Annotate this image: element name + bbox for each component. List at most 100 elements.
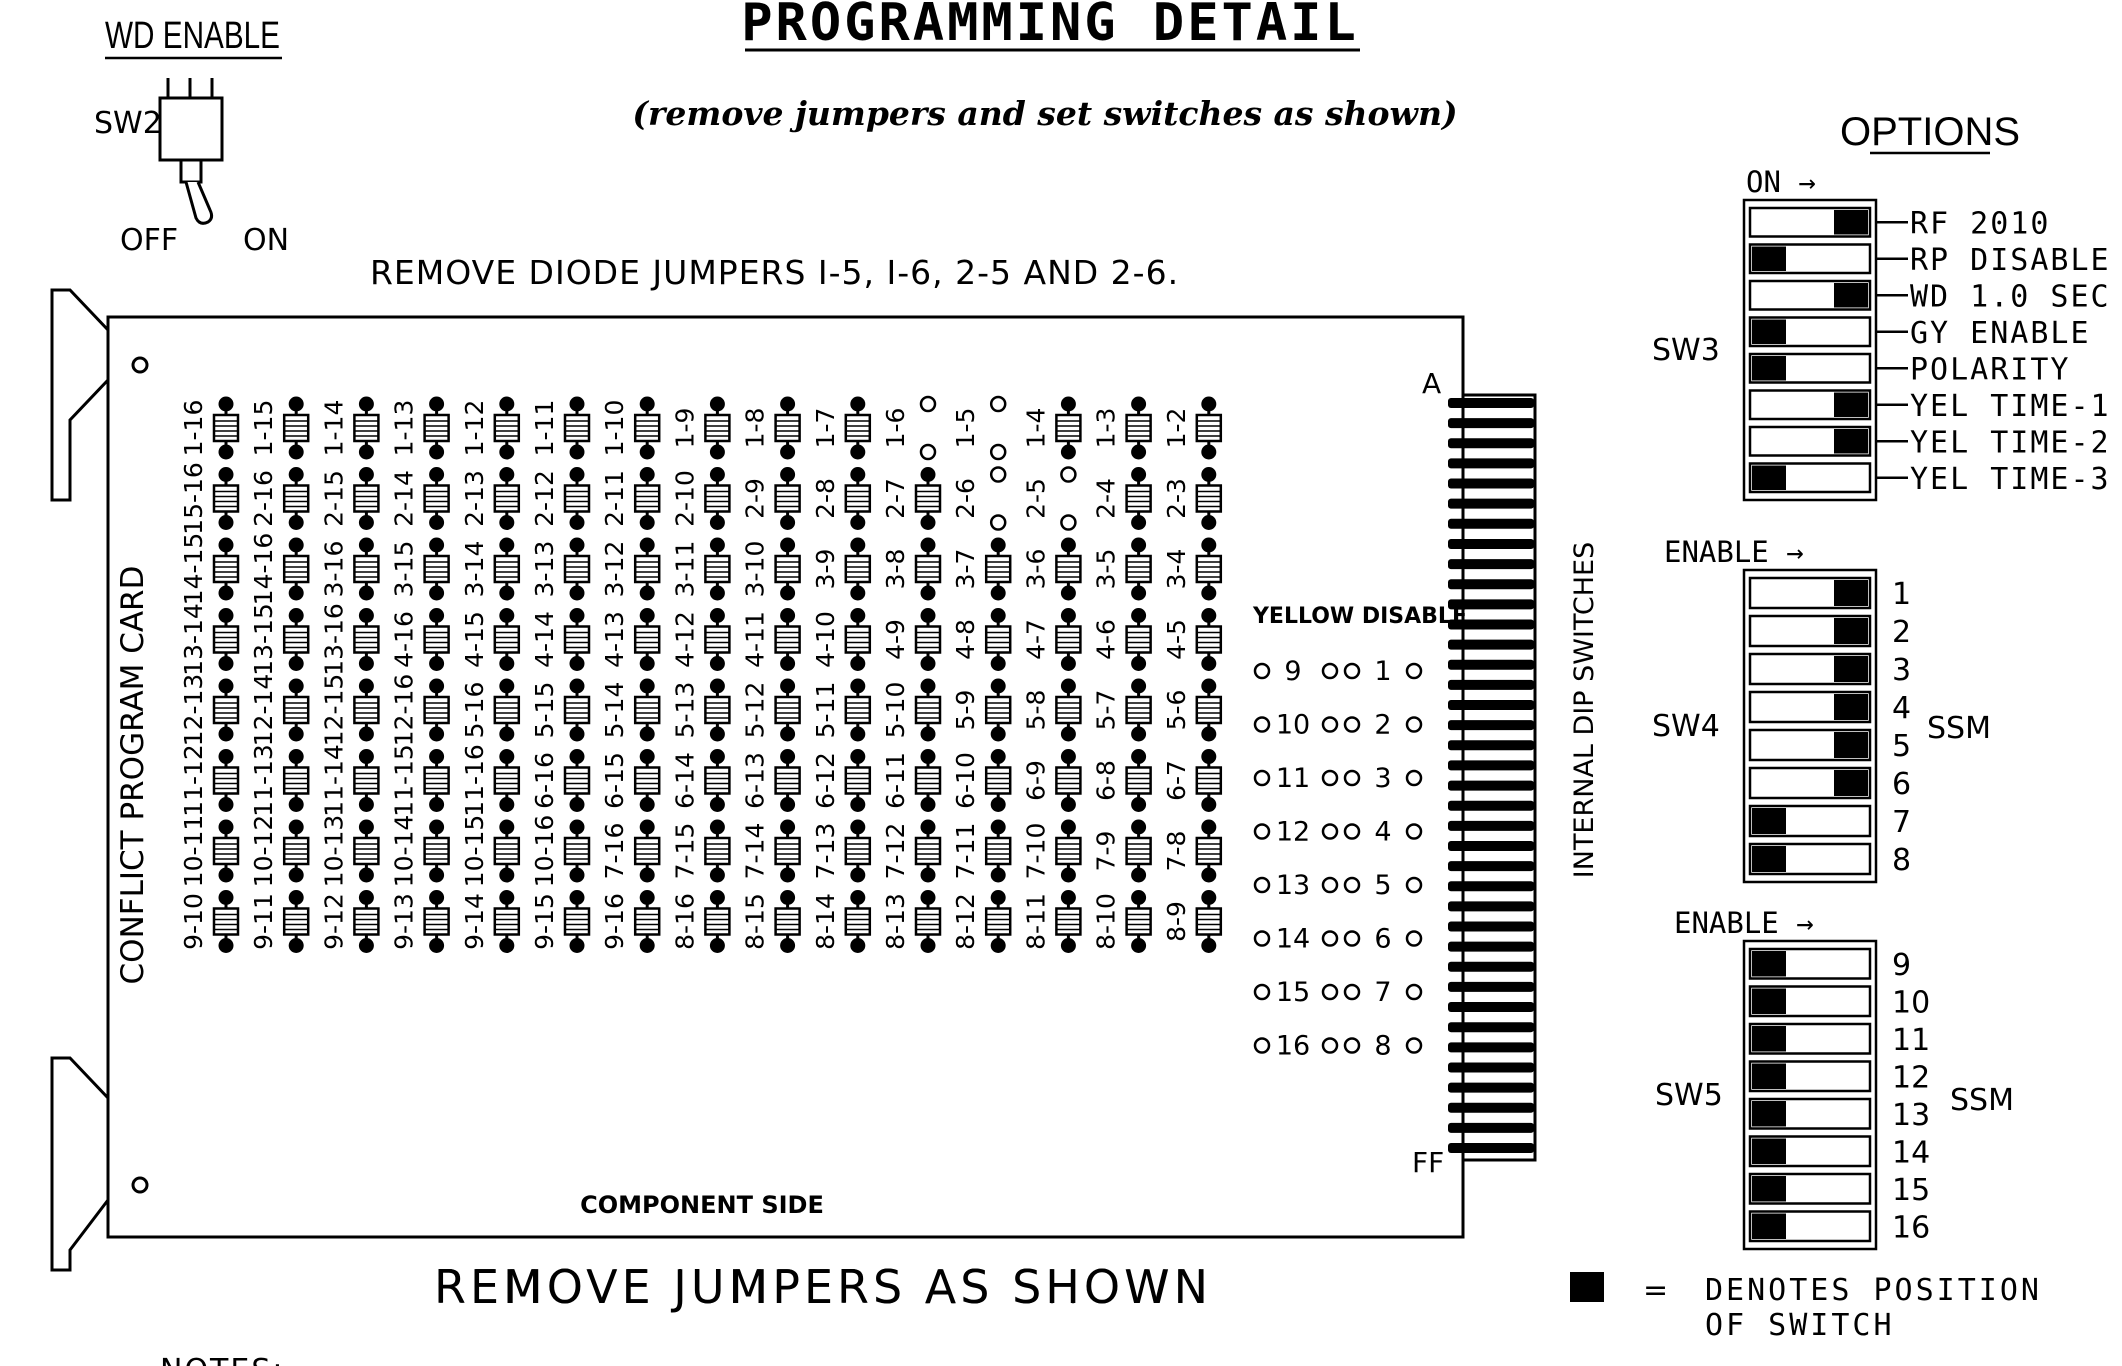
diode-jumper-icon [633, 484, 661, 513]
sw4-toggle-8[interactable]: 8 [1748, 842, 1911, 878]
edge-finger [1448, 458, 1534, 469]
switch-position-icon [1834, 770, 1868, 796]
sw2-label: SW2 [94, 106, 162, 141]
jumper-4-10: 4-10 [811, 608, 872, 671]
jumper-label: 2-13 [460, 470, 489, 527]
diode-jumper-icon [212, 836, 240, 866]
jumper-label: 9-16 [600, 893, 629, 950]
jumper-label: 2-3 [1162, 478, 1191, 519]
sw3-toggle-2[interactable]: RP DISABLE [1748, 243, 2111, 278]
sw5-row-label: 12 [1892, 1060, 1930, 1095]
jumper-label: 2-4 [1092, 478, 1121, 519]
jumper-6-7: 6-7 [1162, 749, 1223, 812]
sw5-toggle-2[interactable]: 10 [1748, 985, 1930, 1020]
jumper-label: 4-6 [1092, 619, 1121, 660]
sw4-toggle-5[interactable]: 5 [1748, 728, 1911, 764]
diode-jumper-icon [423, 484, 450, 513]
jumper-6-13: 6-13 [741, 749, 801, 812]
sw5-toggle-5[interactable]: 13 [1748, 1097, 1930, 1133]
legend-line-1: DENOTES POSITION [1705, 1273, 2042, 1308]
sw5-row-label: 16 [1892, 1210, 1930, 1245]
jumper-12-16: 12-16 [390, 674, 450, 746]
pad-icon [1253, 662, 1271, 680]
sw4-toggle-6[interactable]: 6 [1748, 766, 1911, 802]
card-edge-label-bottom: FF [1412, 1146, 1444, 1179]
jumper-label: 13-16 [319, 603, 348, 676]
sw4-toggle-1[interactable]: 1 [1748, 576, 1911, 612]
pad-icon [1253, 716, 1271, 733]
jumper-14-15: 14-15 [179, 533, 240, 605]
pad-icon [1405, 1037, 1423, 1054]
yellow-disable-left-label: 16 [1276, 1031, 1310, 1062]
jumper-label: 6-10 [951, 752, 980, 809]
diode-jumper-icon [844, 836, 872, 866]
jumper-11-13: 11-13 [249, 744, 310, 817]
sw3-toggle-8[interactable]: YEL TIME-3 [1748, 462, 2111, 497]
jumper-label: 7-8 [1162, 831, 1191, 872]
jumper-2-16: 2-16 [249, 467, 310, 530]
jumper-5-11: 5-11 [811, 678, 872, 742]
toggle-switch-icon[interactable] [158, 78, 224, 225]
diode-jumper-icon [1055, 836, 1082, 866]
sw3-toggle-3[interactable]: WD 1.0 SEC [1748, 279, 2111, 314]
jumper-label: 3-11 [670, 541, 699, 598]
sw3-toggle-5[interactable]: POLARITY [1748, 352, 2071, 387]
sw5-toggle-3[interactable]: 11 [1748, 1022, 1930, 1058]
jumper-9-11: 9-11 [249, 890, 310, 953]
edge-finger [1448, 659, 1534, 670]
sw5-toggle-8[interactable]: 16 [1748, 1210, 1930, 1245]
sw3-toggle-4[interactable]: GY ENABLE [1748, 316, 2091, 351]
diode-jumper-icon [1195, 695, 1223, 725]
sw3-toggle-1[interactable]: RF 2010 [1748, 206, 2050, 241]
jumper-label: 1-11 [530, 400, 559, 457]
edge-finger [1448, 478, 1534, 489]
jumper-label: 3-5 [1092, 549, 1121, 590]
sw3-toggle-6[interactable]: YEL TIME-1 [1748, 389, 2111, 424]
edge-finger [1448, 840, 1534, 851]
diode-jumper-icon [704, 695, 731, 725]
diode-jumper-icon [1125, 554, 1152, 584]
diode-jumper-icon [1055, 695, 1082, 725]
switch-position-icon [1834, 429, 1868, 454]
sw5-toggle-4[interactable]: 12 [1748, 1060, 1930, 1095]
jumper-label: 10-16 [530, 815, 559, 888]
sw5-toggle-7[interactable]: 15 [1748, 1172, 1930, 1208]
jumper-label: 2-16 [249, 470, 278, 527]
sw5-toggle-1[interactable]: 9 [1748, 947, 1911, 983]
jumper-6-16: 6-16 [530, 749, 591, 812]
switch-position-icon [1834, 618, 1868, 644]
sw3-toggle-7[interactable]: YEL TIME-2 [1748, 425, 2111, 460]
jumper-3-13: 3-13 [530, 537, 591, 601]
jumper-3-8: 3-8 [881, 537, 942, 601]
legend: = DENOTES POSITION OF SWITCH [1570, 1272, 2042, 1343]
edge-finger [1448, 941, 1534, 952]
diode-jumper-icon [563, 907, 591, 936]
diode-jumper-icon [1125, 695, 1152, 725]
sw4-toggle-2[interactable]: 2 [1748, 614, 1911, 650]
jumper-5-9: 5-9 [951, 678, 1012, 742]
jumper-label: 8-16 [670, 893, 699, 950]
jumper-label: 9-14 [460, 893, 489, 950]
jumper-2-15: 2-15 [319, 467, 380, 530]
jumper-label: 1-15 [249, 400, 278, 457]
diode-jumper-icon [774, 695, 801, 725]
jumper-label: 3-8 [881, 549, 910, 590]
jumper-9-13: 9-13 [390, 890, 450, 953]
edge-finger [1448, 780, 1534, 791]
jumper-11-16: 11-16 [460, 744, 521, 817]
jumper-11-12: 11-12 [179, 744, 240, 817]
yellow-disable-right-label: 2 [1374, 710, 1391, 741]
jumper-1-6: 1-6 [881, 395, 937, 461]
sw5-toggle-6[interactable]: 14 [1748, 1135, 1930, 1170]
jumper-label: 5-12 [741, 682, 770, 739]
diode-jumper-icon [1055, 413, 1082, 443]
diode-jumper-icon [984, 836, 1012, 866]
sw4-toggle-7[interactable]: 7 [1748, 804, 1911, 840]
edge-finger [1448, 1102, 1534, 1113]
sw4-toggle-4[interactable]: 4 [1748, 690, 1911, 726]
jumper-2-5: 2-5 [1021, 466, 1077, 531]
sw4-toggle-3[interactable]: 3 [1748, 652, 1911, 688]
sw3-row-label: RF 2010 [1910, 206, 2050, 241]
